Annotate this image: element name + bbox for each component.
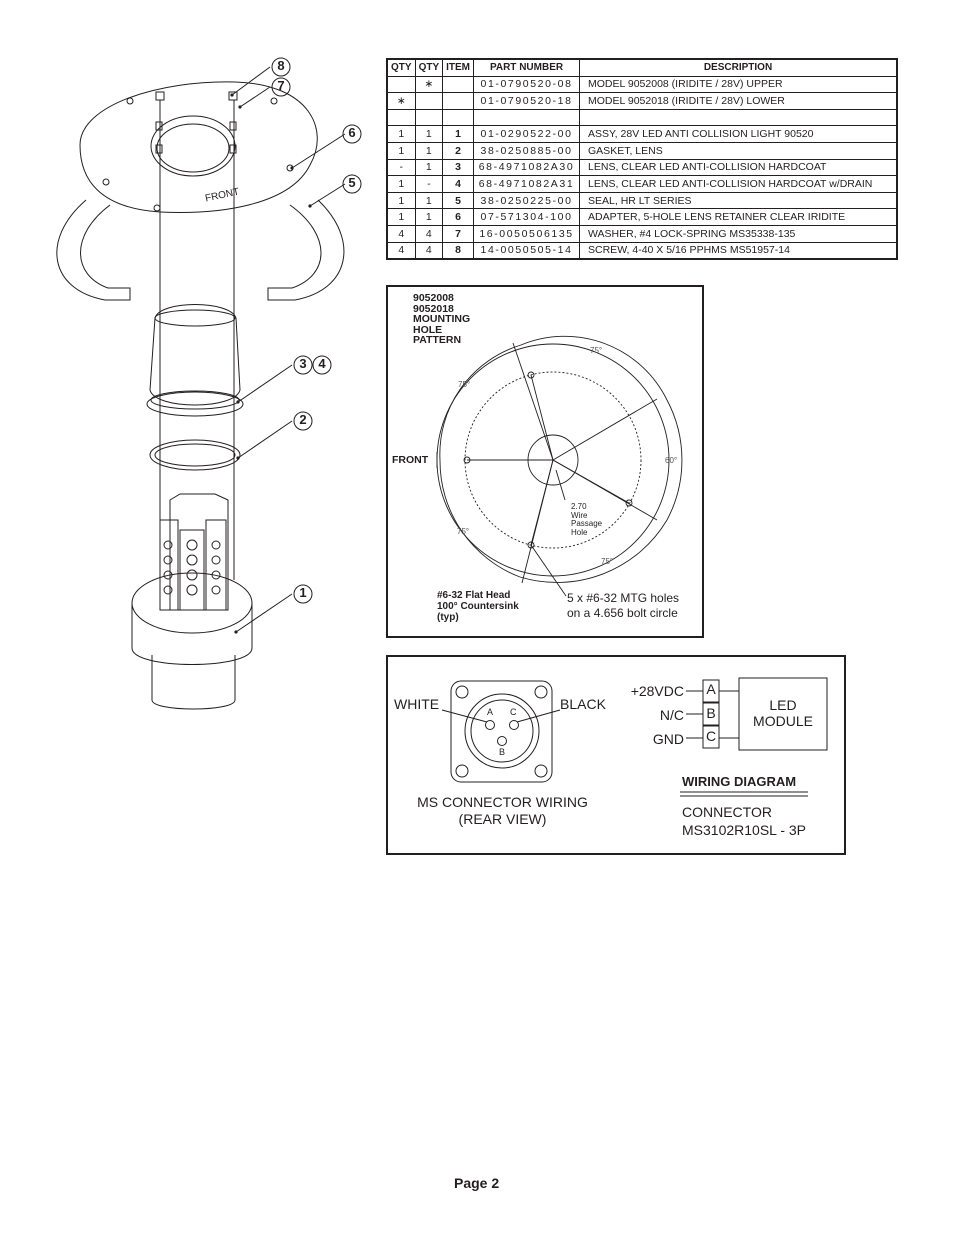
callout-5: 5 xyxy=(348,175,356,190)
mounting-title-line: MOUNTING xyxy=(413,313,471,325)
wire-hole-line: Wire xyxy=(571,510,588,520)
led-module-line: MODULE xyxy=(753,713,813,729)
connector-spec-line: MS3102R10SL - 3P xyxy=(682,822,806,838)
angle-label: 75° xyxy=(590,346,603,355)
page-number: Page 2 xyxy=(454,1175,500,1191)
wire-hole-line: Passage xyxy=(571,519,603,528)
angle-label: 75° xyxy=(457,527,470,536)
header-qty-1: QTY xyxy=(386,58,416,77)
description-cell: SEAL, HR LT SERIES xyxy=(579,191,898,210)
description-cell: LENS, CLEAR LED ANTI-COLLISION HARDCOAT xyxy=(579,158,898,177)
black-wire-label: BLACK xyxy=(560,696,606,712)
signal-28vdc: +28VDC xyxy=(630,683,684,699)
pin-label-c: C xyxy=(510,707,517,717)
countersink-line: (typ) xyxy=(437,612,459,623)
connector-spec-line: CONNECTOR xyxy=(682,804,772,820)
wire-hole-line: 2.70 xyxy=(571,502,587,511)
angle-label: 75° xyxy=(601,557,614,566)
description-cell: ADAPTER, 5-HOLE LENS RETAINER CLEAR IRID… xyxy=(579,208,898,226)
part-number-cell: 07-571304-100 xyxy=(473,208,581,226)
mounting-title-line: 9052018 xyxy=(413,302,454,315)
qty-cell: 1 xyxy=(386,141,416,160)
qty-cell: 1 xyxy=(386,191,416,210)
terminal-b: B xyxy=(706,705,716,721)
mounting-title-line: HOLE xyxy=(413,323,443,336)
terminal-a: A xyxy=(706,681,716,697)
callout-8: 8 xyxy=(277,58,285,73)
mounting-title: 9052008 9052018 MOUNTING HOLE PATTERN xyxy=(413,293,470,346)
qty-cell: - xyxy=(386,158,416,177)
mounting-title-line: PATTERN xyxy=(413,334,462,346)
led-module-line: LED xyxy=(769,697,797,713)
countersink-line: #6-32 Flat Head xyxy=(437,590,511,601)
callout-3: 3 xyxy=(299,356,307,371)
pin-label-b: B xyxy=(499,747,506,757)
header-description: DESCRIPTION xyxy=(579,58,898,77)
wiring-box xyxy=(386,655,846,855)
signal-gnd: GND xyxy=(652,731,684,747)
wire-hole-label: 2.70 Wire Passage Hole xyxy=(571,502,603,537)
countersink-line: 100° Countersink xyxy=(437,601,519,612)
pin-label-a: A xyxy=(487,707,494,717)
description-cell: SCREW, 4-40 X 5/16 PPHMS MS51957-14 xyxy=(579,241,898,260)
part-number-cell: 16-0050506135 xyxy=(473,224,581,243)
callout-1: 1 xyxy=(299,585,307,600)
part-number-cell: 68-4971082A31 xyxy=(473,175,581,193)
callout-6: 6 xyxy=(348,125,356,140)
item-cell: 8 xyxy=(442,241,475,260)
callout-4: 4 xyxy=(318,356,326,371)
part-number-cell: 01-0290522-00 xyxy=(473,125,581,143)
terminal-c: C xyxy=(705,728,717,744)
wire-hole-line: Hole xyxy=(571,527,588,537)
angle-label: 60° xyxy=(665,456,678,465)
led-module-label: LED MODULE xyxy=(739,697,827,729)
signal-nc: N/C xyxy=(659,707,684,723)
holes-note: 5 x #6-32 MTG holes on a 4.656 bolt circ… xyxy=(567,591,679,621)
connector-caption-line: MS CONNECTOR WIRING xyxy=(417,794,588,810)
qty-cell: 4 xyxy=(386,241,416,260)
callout-7: 7 xyxy=(277,78,285,93)
mounting-title-line: 9052008 xyxy=(413,292,454,304)
table-header-row: QTY QTY ITEM PART NUMBER DESCRIPTION xyxy=(386,58,898,77)
holes-note-line: 5 x #6-32 MTG holes xyxy=(567,591,680,605)
holes-note-line: on a 4.656 bolt circle xyxy=(567,606,678,620)
callout-2: 2 xyxy=(299,412,307,427)
description-cell: LENS, CLEAR LED ANTI-COLLISION HARDCOAT … xyxy=(579,175,898,193)
description-cell: WASHER, #4 LOCK-SPRING MS35338-135 xyxy=(579,224,898,243)
connector-spec: CONNECTOR MS3102R10SL - 3P xyxy=(682,803,806,839)
parts-table: QTY QTY ITEM PART NUMBER DESCRIPTION ∗01… xyxy=(386,58,898,261)
connector-caption-line: (REAR VIEW) xyxy=(458,811,547,827)
part-number-cell: 14-0050505-14 xyxy=(473,241,581,260)
front-label-pattern: FRONT xyxy=(392,454,429,466)
connector-caption: MS CONNECTOR WIRING (REAR VIEW) xyxy=(405,794,600,828)
header-qty-2: QTY xyxy=(414,58,444,77)
white-wire-label: WHITE xyxy=(394,696,440,712)
countersink-note: #6-32 Flat Head 100° Countersink (typ) xyxy=(437,590,519,623)
angle-label: 75° xyxy=(458,380,471,389)
wiring-diagram-title: WIRING DIAGRAM xyxy=(682,774,797,789)
